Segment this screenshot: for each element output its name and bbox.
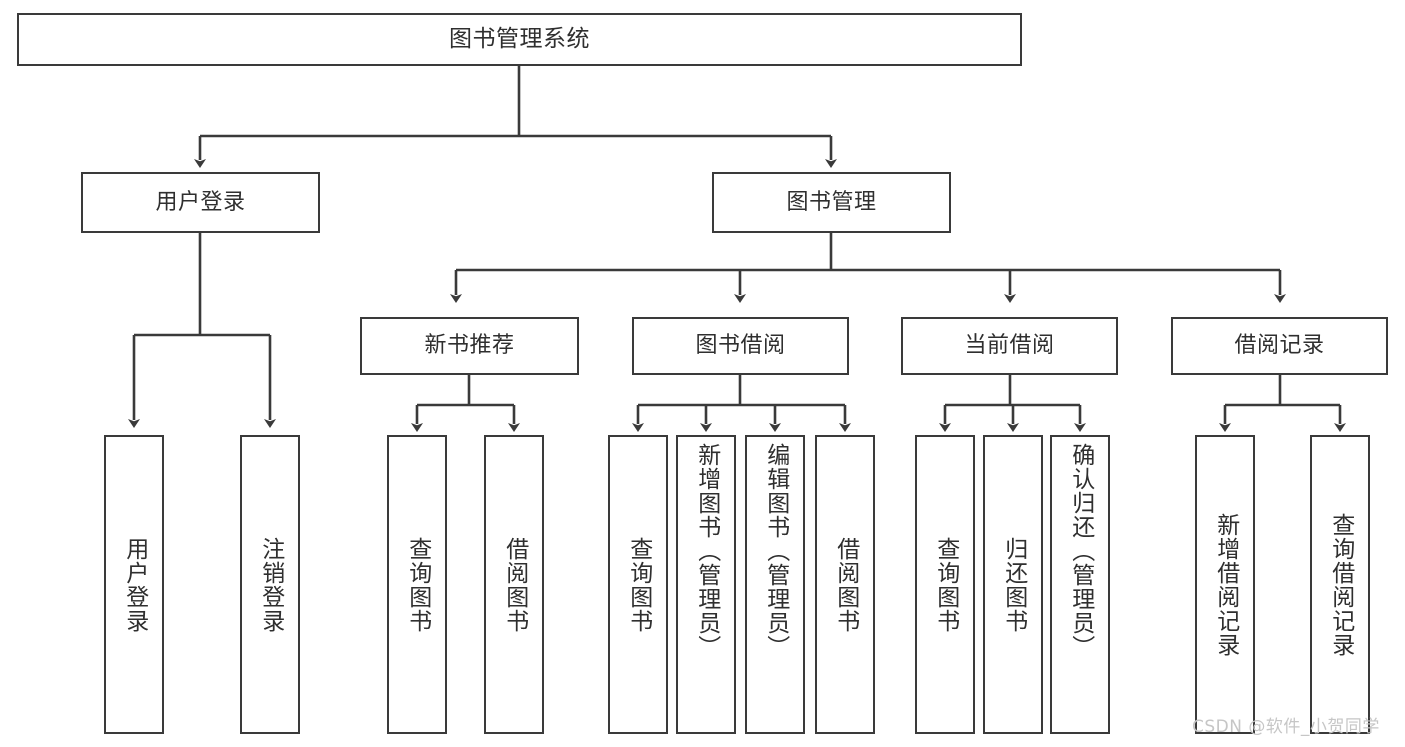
- node-root-system[interactable]: 图书管理系统: [17, 13, 1022, 66]
- leaf-borrow-book-2[interactable]: 借阅图书: [815, 435, 875, 734]
- leaf-query-book-2[interactable]: 查询图书: [608, 435, 668, 734]
- node-label: 图书管理系统: [449, 25, 590, 52]
- leaf-confirm-return-admin[interactable]: 确认归还（管理员）: [1050, 435, 1110, 734]
- node-new-book-rec[interactable]: 新书推荐: [360, 317, 579, 375]
- leaf-add-book-admin[interactable]: 新增图书（管理员）: [676, 435, 736, 734]
- leaf-add-borrow-record[interactable]: 新增借阅记录: [1195, 435, 1255, 734]
- node-label: 新书推荐: [424, 333, 515, 359]
- leaf-borrow-book-1[interactable]: 借阅图书: [484, 435, 544, 734]
- node-current-borrow[interactable]: 当前借阅: [901, 317, 1118, 375]
- node-book-borrow[interactable]: 图书借阅: [632, 317, 849, 375]
- node-label: 查询图书: [625, 536, 652, 633]
- node-label: 借阅记录: [1234, 333, 1325, 359]
- node-label: 确认归还（管理员）: [1067, 443, 1094, 659]
- node-label: 图书管理: [786, 189, 877, 215]
- leaf-return-book[interactable]: 归还图书: [983, 435, 1043, 734]
- node-label: 新增借阅记录: [1212, 512, 1239, 657]
- node-label: 当前借阅: [964, 333, 1055, 359]
- leaf-edit-book-admin[interactable]: 编辑图书（管理员）: [745, 435, 805, 734]
- node-label: 编辑图书（管理员）: [762, 443, 789, 659]
- node-label: 借阅图书: [501, 536, 528, 633]
- node-borrow-record[interactable]: 借阅记录: [1171, 317, 1388, 375]
- leaf-query-book-3[interactable]: 查询图书: [915, 435, 975, 734]
- node-label: 查询借阅记录: [1327, 512, 1354, 657]
- node-label: 归还图书: [1000, 536, 1027, 633]
- node-label: 图书借阅: [695, 333, 786, 359]
- node-label: 注销登录: [257, 536, 284, 633]
- node-label: 用户登录: [121, 536, 148, 633]
- leaf-query-borrow-record[interactable]: 查询借阅记录: [1310, 435, 1370, 734]
- node-book-manage[interactable]: 图书管理: [712, 172, 951, 233]
- node-label: 用户登录: [155, 189, 246, 215]
- node-label: 查询图书: [932, 536, 959, 633]
- watermark-text: CSDN @软件_小贺同学: [1192, 717, 1380, 737]
- node-label: 新增图书（管理员）: [693, 443, 720, 659]
- node-label: 借阅图书: [832, 536, 859, 633]
- leaf-query-book-1[interactable]: 查询图书: [387, 435, 447, 734]
- node-label: 查询图书: [404, 536, 431, 633]
- leaf-logout-login[interactable]: 注销登录: [240, 435, 300, 734]
- leaf-user-login[interactable]: 用户登录: [104, 435, 164, 734]
- node-user-login[interactable]: 用户登录: [81, 172, 320, 233]
